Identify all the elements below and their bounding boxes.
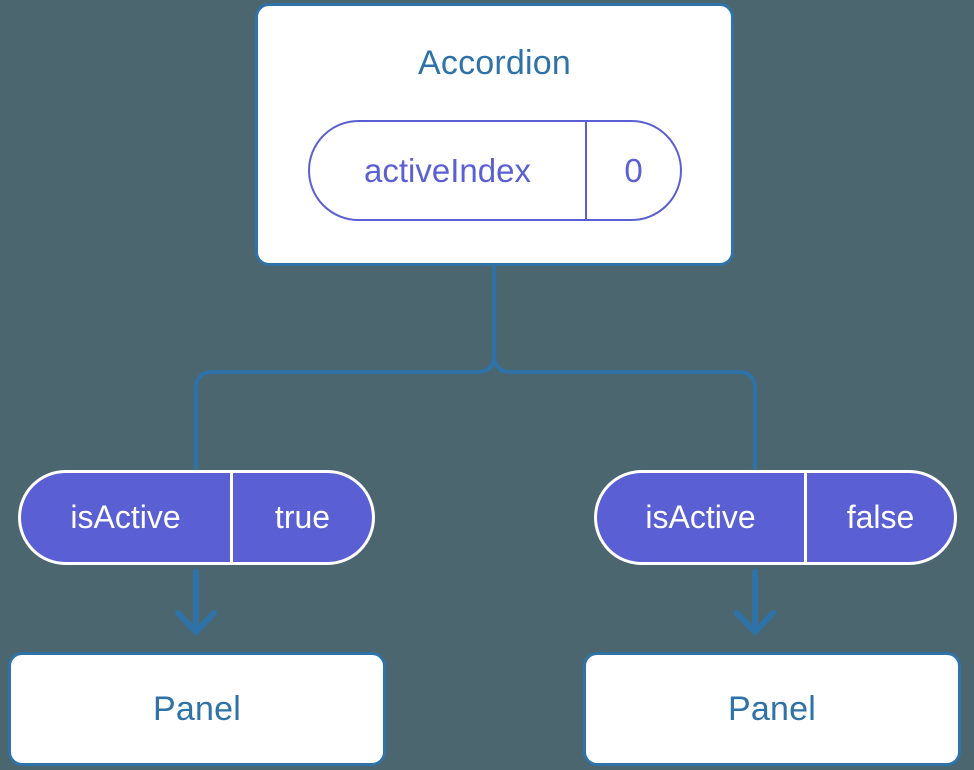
prop-pill-value: 0 (624, 151, 643, 189)
prop-pill-is-active-right[interactable]: isActive false (594, 470, 957, 565)
arrow-left (175, 569, 217, 635)
component-title-accordion: Accordion (418, 44, 571, 82)
prop-pill-key: activeIndex (310, 122, 587, 219)
component-card-panel-right[interactable]: Panel (583, 652, 961, 766)
component-title-panel: Panel (728, 689, 816, 728)
prop-pill-value: true (274, 499, 331, 535)
fork-connector-right (492, 353, 757, 472)
component-title-panel: Panel (153, 689, 241, 728)
arrow-right (734, 569, 776, 635)
component-card-panel-left[interactable]: Panel (8, 652, 386, 766)
prop-pill-is-active-left[interactable]: isActive true (18, 470, 375, 565)
prop-pill-key: isActive (21, 473, 233, 562)
prop-pill-active-index[interactable]: activeIndex 0 (308, 120, 682, 221)
fork-connector (194, 263, 496, 472)
prop-pill-value: false (846, 499, 915, 535)
prop-pill-key: isActive (597, 473, 807, 562)
